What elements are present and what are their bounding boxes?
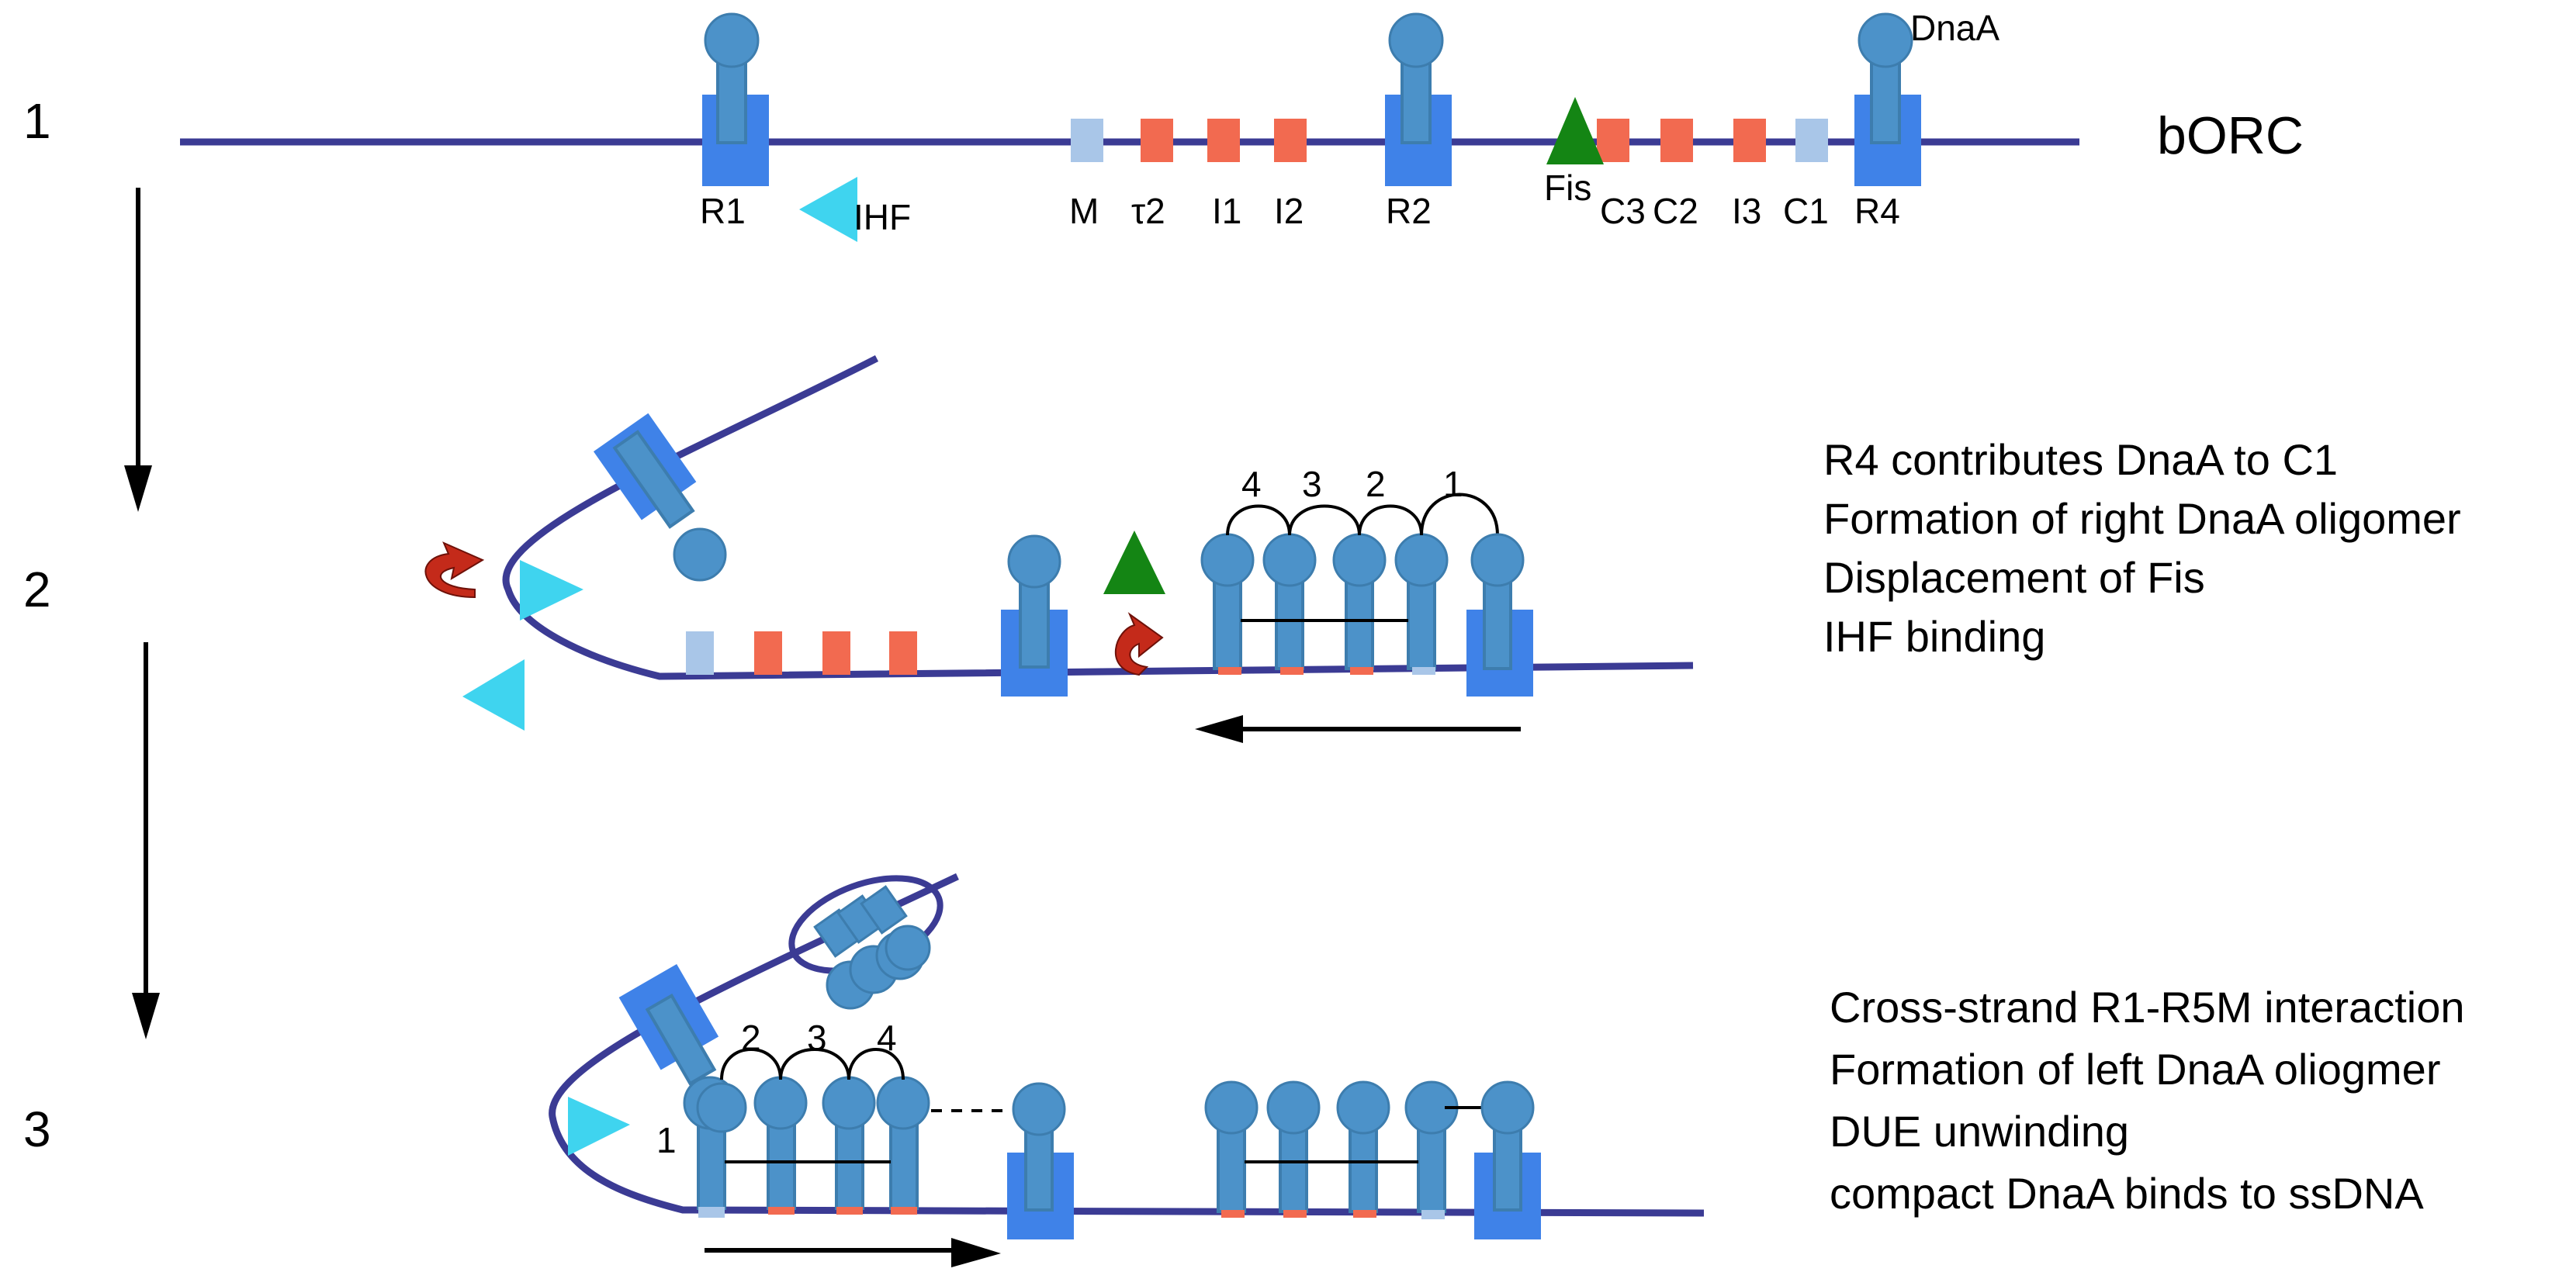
right-dnaa-oligomer-step3 xyxy=(1204,1080,1482,1219)
ihf-triangle-bound-step2 xyxy=(520,560,583,620)
i3-site-box xyxy=(1733,119,1766,162)
dnaa-on-r4 xyxy=(1858,12,1913,144)
label-i2: I2 xyxy=(1274,191,1304,231)
label-fis: Fis xyxy=(1544,168,1591,208)
r1-box-step3 xyxy=(618,963,719,1086)
rotate-arrow-left xyxy=(424,541,485,599)
label-c1: C1 xyxy=(1783,191,1829,231)
compact-dnaa-cluster xyxy=(813,885,931,1010)
progression-arrow-1-to-2-head xyxy=(124,465,152,512)
direction-arrow-step3-head xyxy=(951,1238,1001,1267)
left-dnaa-oligomer xyxy=(683,1048,1009,1218)
dnaa-on-r1-step2 xyxy=(673,527,727,582)
oligomer-label-step2-3: 3 xyxy=(1302,464,1322,504)
ihf-triangle-free-step2 xyxy=(462,659,525,731)
step-1-title: bORC xyxy=(2157,106,2304,165)
right-dnaa-oligomer xyxy=(1200,493,1499,675)
label-tau2: τ2 xyxy=(1131,191,1165,231)
step-3-note-1: Cross-strand R1-R5M interaction xyxy=(1830,983,2464,1032)
dna-strand-step2 xyxy=(502,354,1694,680)
i1-site-box-step2 xyxy=(822,631,850,675)
oligomer-label-step2-2: 2 xyxy=(1366,464,1386,504)
oligomer-label-step3-2: 2 xyxy=(741,1018,761,1058)
step-2-number: 2 xyxy=(23,562,51,617)
dnaa-on-r2-step2 xyxy=(1007,534,1061,669)
label-ihf: IHF xyxy=(853,197,911,237)
step-2-note-4: IHF binding xyxy=(1823,612,2045,661)
m-site-box xyxy=(1071,119,1103,162)
step-3-note-2: Formation of left DnaA oliogmer xyxy=(1830,1045,2440,1094)
step-2-note-2: Formation of right DnaA oligomer xyxy=(1823,494,2461,543)
c1-site-box xyxy=(1795,119,1828,162)
c2-site-box xyxy=(1660,119,1693,162)
m-site-box-step2 xyxy=(686,631,714,675)
label-r1: R1 xyxy=(700,191,746,231)
ihf-triangle-step3 xyxy=(568,1097,630,1156)
step-2-note-3: Displacement of Fis xyxy=(1823,553,2205,602)
r1-box-step2 xyxy=(593,413,697,529)
label-r2: R2 xyxy=(1386,191,1432,231)
step-2-group: 4 3 2 1 R4 contributes DnaA to C1 Format… xyxy=(424,354,2461,743)
step-3-group: 1 2 3 4 Cross-strand R1-R5M interaction … xyxy=(549,873,2464,1267)
tau2-site-box-step2 xyxy=(754,631,782,675)
dnaa-on-r1 xyxy=(704,12,760,144)
oligomer-label-step2-1: 1 xyxy=(1443,464,1463,504)
dnaa-on-r4-step3 xyxy=(1480,1080,1535,1212)
progression-arrow-2-to-3-head xyxy=(132,993,160,1039)
oligomer-label-step3-4: 4 xyxy=(877,1018,897,1058)
step-3-note-4: compact DnaA binds to ssDNA xyxy=(1830,1169,2424,1218)
oligomer-label-step2-4: 4 xyxy=(1241,464,1262,504)
dnaa-on-r2 xyxy=(1388,12,1444,144)
label-r4: R4 xyxy=(1854,191,1900,231)
dnaa-on-r4-step2 xyxy=(1470,533,1525,670)
step-1-group: R1 IHF M τ2 I1 I2 R2 Fis C3 C2 I3 C1 R4 … xyxy=(180,8,2304,242)
i2-site-box-step2 xyxy=(889,631,917,675)
label-c3: C3 xyxy=(1600,191,1646,231)
step-3-note-3: DUE unwinding xyxy=(1830,1107,2129,1156)
label-c2: C2 xyxy=(1653,191,1698,231)
dnaa-on-r2-step3 xyxy=(1012,1082,1066,1212)
i1-site-box xyxy=(1207,119,1240,162)
label-i1: I1 xyxy=(1212,191,1241,231)
fis-triangle-step1 xyxy=(1546,97,1604,164)
label-i3: I3 xyxy=(1732,191,1761,231)
step-3-number: 3 xyxy=(23,1101,51,1157)
i2-site-box xyxy=(1274,119,1307,162)
fis-triangle-step2 xyxy=(1103,531,1165,594)
rotate-arrow-fis xyxy=(1115,612,1164,676)
step-1-number: 1 xyxy=(23,93,51,149)
ihf-triangle-step1 xyxy=(799,177,857,242)
oligomer-label-step3-3: 3 xyxy=(807,1018,827,1058)
label-dnaa: DnaA xyxy=(1910,8,2000,48)
c3-site-box xyxy=(1597,119,1629,162)
step-2-note-1: R4 contributes DnaA to C1 xyxy=(1823,435,2338,484)
direction-arrow-step2-head xyxy=(1195,715,1243,743)
oligomer-label-step3-1: 1 xyxy=(656,1120,677,1160)
label-m: M xyxy=(1069,191,1099,231)
tau2-site-box xyxy=(1141,119,1173,162)
